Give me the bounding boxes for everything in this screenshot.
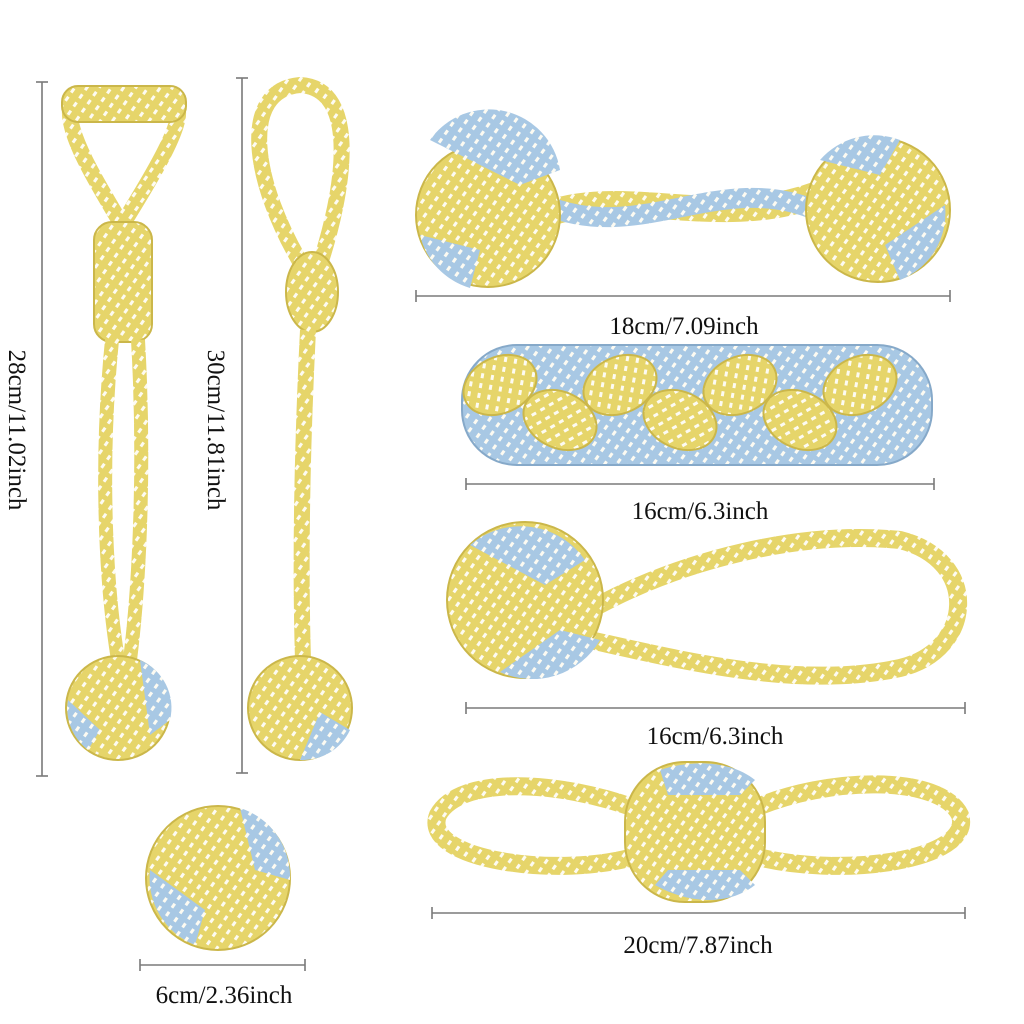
label-loop-tug: 30cm/11.81inch: [202, 350, 229, 511]
toy-braid: [461, 344, 933, 466]
measurement-lines: [36, 77, 966, 971]
label-handle-tug: 28cm/11.02inch: [3, 350, 30, 511]
toy-knot-ball: [145, 805, 291, 951]
toy-ball-loop: [446, 521, 968, 685]
label-bone: 18cm/7.09inch: [609, 313, 759, 340]
toy-double-loop: [427, 761, 971, 903]
label-ball-loop: 16cm/6.3inch: [647, 723, 784, 750]
label-double-loop: 20cm/7.87inch: [623, 932, 773, 959]
toy-bone: [415, 109, 951, 288]
label-knot-ball: 6cm/2.36inch: [156, 982, 293, 1009]
toy-handle-tug: [61, 85, 187, 761]
toy-loop-tug: [247, 77, 353, 761]
label-braid: 16cm/6.3inch: [632, 498, 769, 525]
